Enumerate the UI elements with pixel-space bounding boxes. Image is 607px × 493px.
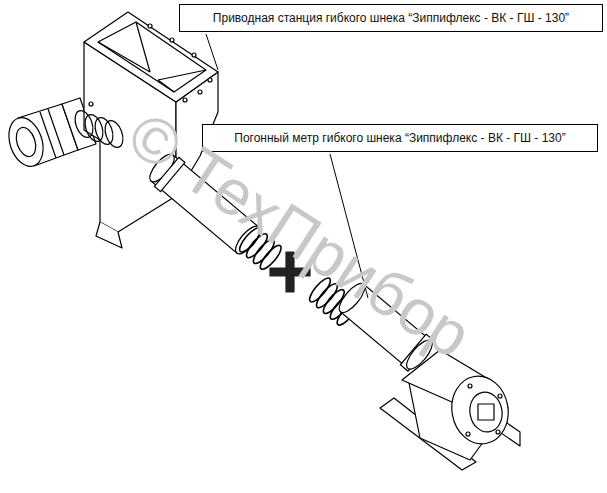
- inner-spring: [72, 108, 127, 150]
- callout-text: Приводная станция гибкого шнека “Зиппифл…: [213, 11, 569, 25]
- callout-box: Погонный метр гибкого шнека “Зиппифлекс …: [202, 124, 598, 152]
- outlet-station: [380, 350, 520, 470]
- drive-motor: [3, 98, 96, 171]
- callout-box: Приводная станция гибкого шнека “Зиппифл…: [179, 4, 603, 32]
- callout-text: Погонный метр гибкого шнека “Зиппифлекс …: [234, 131, 565, 145]
- leader-line: [206, 34, 218, 70]
